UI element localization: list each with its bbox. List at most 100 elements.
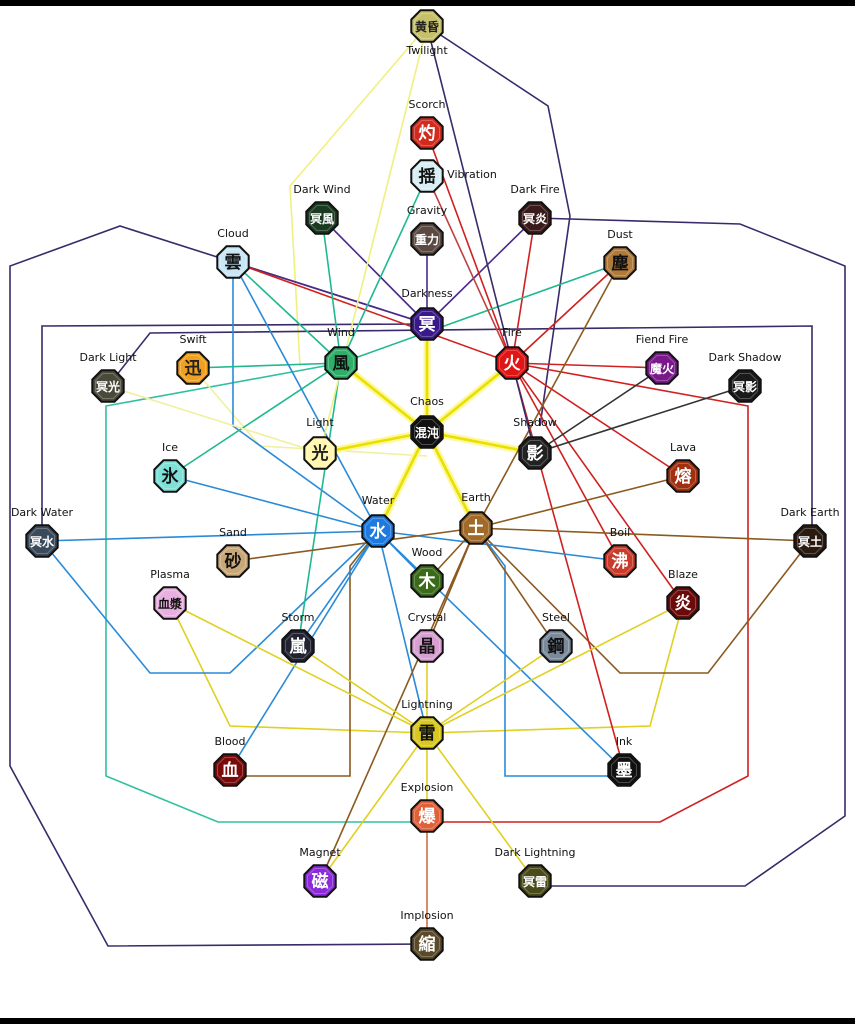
element-badge-gravity [410, 222, 444, 256]
element-badge-blaze [666, 586, 700, 620]
element-badge-inner-ring [309, 205, 335, 231]
frame-connector-line [107, 325, 813, 541]
edge-wind-darkwind [321, 217, 342, 364]
edge-lightning-plasma [169, 602, 428, 734]
edge-lightning-blaze [426, 602, 684, 734]
element-kanji-steel: 鋼 [547, 636, 565, 657]
element-kanji-storm: 嵐 [290, 636, 308, 657]
edge-earth-darkearth [475, 527, 811, 542]
frame-connector-line [475, 527, 811, 674]
element-kanji-dust: 塵 [612, 253, 629, 274]
edge-water-cloud [232, 261, 379, 532]
element-badge-sand [216, 544, 250, 578]
edge-fire-cloud [232, 261, 513, 364]
element-kanji-dark-fire: 冥炎 [523, 211, 547, 226]
element-badge-dark-shadow [728, 369, 762, 403]
edge-earth-sand [232, 527, 477, 562]
element-badge-inner-ring [220, 249, 246, 275]
edge-fire-lava [511, 362, 684, 477]
frame-connector-line [169, 602, 428, 734]
element-badge-inner-ring [670, 590, 696, 616]
element-badge-inner-ring [611, 757, 637, 783]
edge-lightning-magnet [319, 732, 428, 882]
edge-wind-storm [297, 362, 342, 647]
element-badge-dark-wind [305, 201, 339, 235]
element-badge-twilight [410, 9, 444, 43]
element-label-steel: Steel [542, 611, 570, 624]
element-badge-shadow [518, 436, 552, 470]
element-kanji-crystal: 晶 [419, 637, 436, 657]
edge-earth-lava [475, 475, 684, 529]
element-badge-inner-ring [463, 515, 489, 541]
frame-connector-line [534, 217, 846, 887]
element-badge-inner-ring [414, 720, 440, 746]
element-badge-inner-ring [414, 568, 440, 594]
element-kanji-vibration: 揺 [419, 167, 436, 187]
edge-lightning-darklightning [426, 732, 536, 882]
element-badge-inner-ring [414, 931, 440, 957]
element-badge-inner-ring [95, 373, 121, 399]
element-label-twilight: Twilight [405, 44, 448, 57]
edge-fire-blaze [511, 362, 684, 604]
edge-wind-swift [192, 362, 342, 369]
element-kanji-implosion: 縮 [419, 934, 436, 955]
edge-chaos-wind [340, 361, 428, 434]
frame-connector-line [289, 25, 428, 367]
element-badge-inner-ring [522, 440, 548, 466]
frame-connector-line [41, 323, 428, 541]
edge-fire-vibration [426, 175, 513, 364]
element-label-dark-earth: Dark Earth [780, 506, 839, 519]
element-badge-magnet [303, 864, 337, 898]
element-label-shadow: Shadow [513, 416, 556, 429]
edge-chaos-earth [425, 431, 478, 529]
element-kanji-water: 水 [370, 521, 388, 542]
edge-wind-cloud [232, 261, 342, 364]
element-label-dust: Dust [607, 228, 633, 241]
frame-connector-line [427, 362, 749, 823]
element-badge-inner-ring [157, 463, 183, 489]
element-badge-lightning [410, 716, 444, 750]
element-badge-inner-ring [499, 350, 525, 376]
element-badge-chaos [410, 415, 444, 449]
edge-lightning-storm [297, 645, 428, 734]
element-badge-inner-ring [217, 757, 243, 783]
element-label-fiend-fire: Fiend Fire [636, 333, 689, 346]
element-kanji-twilight: 黄昏 [415, 19, 439, 34]
element-kanji-scorch: 灼 [419, 123, 436, 144]
element-label-lightning: Lightning [401, 698, 452, 711]
element-kanji-swift: 迅 [185, 359, 202, 379]
edge-wind-dust [340, 262, 621, 364]
element-badge-inner-ring [543, 633, 569, 659]
frame-connector-line [426, 25, 571, 427]
element-label-cloud: Cloud [217, 227, 248, 240]
element-badge-inner-ring [414, 803, 440, 829]
edge-water-darkwater [41, 530, 379, 542]
edge-earth-dust [475, 262, 621, 529]
edge-water-lightning [377, 530, 428, 734]
edge-water-ice [169, 475, 379, 532]
element-badge-inner-ring [522, 205, 548, 231]
edge-chaos-shadow [426, 430, 536, 455]
element-kanji-ink: 墨 [616, 761, 633, 781]
element-badge-inner-ring [414, 226, 440, 252]
element-kanji-plasma: 血漿 [158, 596, 182, 611]
edge-shadow-fiendfire [534, 367, 663, 454]
element-badge-cloud [216, 245, 250, 279]
element-label-darkness: Darkness [401, 287, 453, 300]
element-label-magnet: Magnet [299, 846, 341, 859]
edge-shadow-darkshadow [534, 385, 746, 454]
